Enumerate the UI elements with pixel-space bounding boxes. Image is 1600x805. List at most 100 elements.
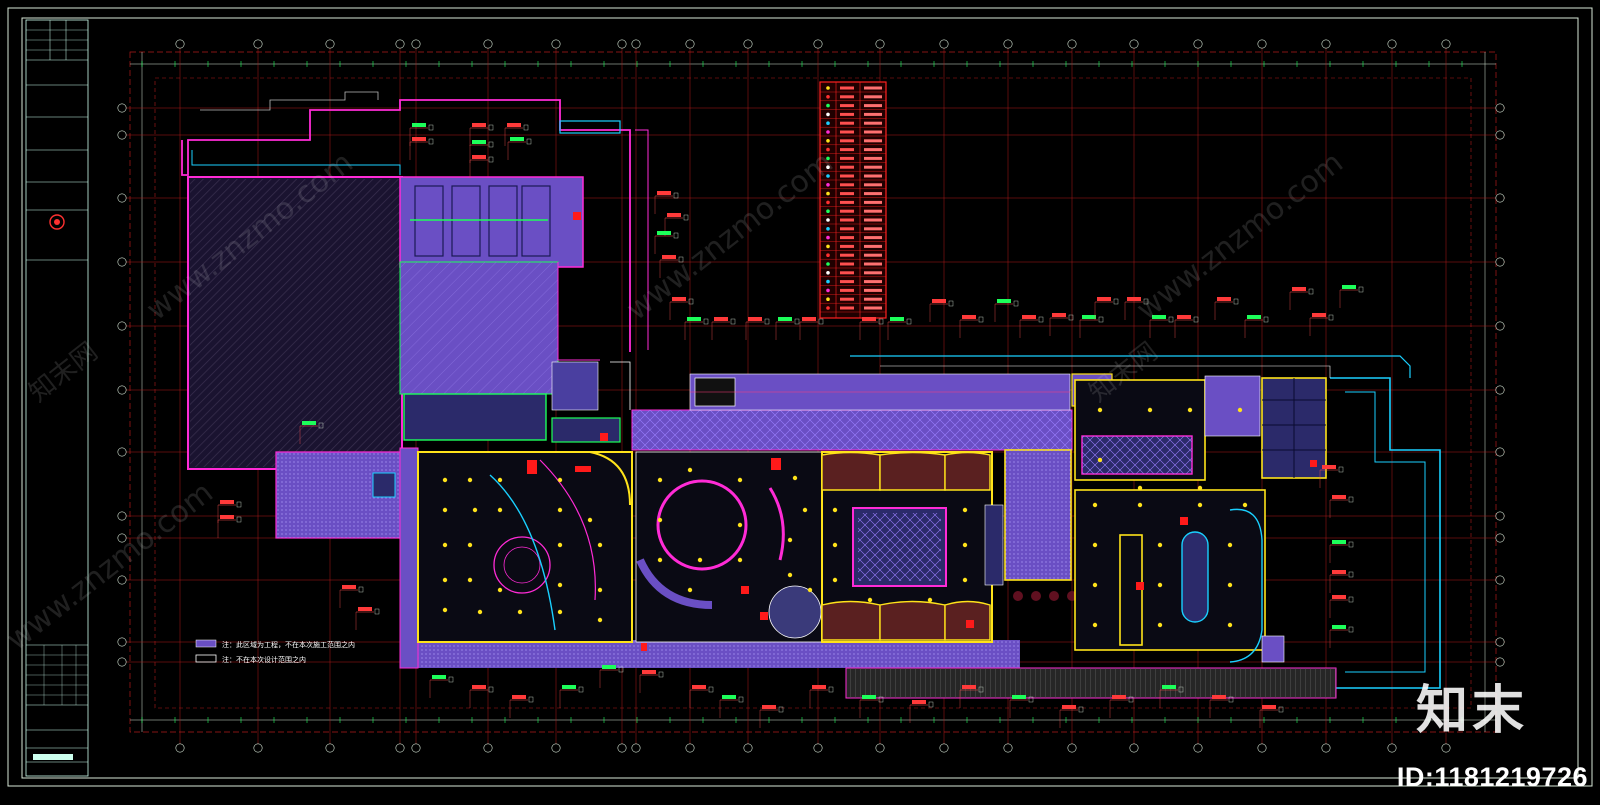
ceiling-light <box>657 477 663 483</box>
ceiling-light <box>687 587 693 593</box>
ceiling-light <box>517 609 523 615</box>
callout-tag <box>339 585 364 608</box>
legend-symbol <box>826 288 830 293</box>
building-plan <box>181 91 1441 699</box>
axis-bubble <box>1193 39 1203 49</box>
axis-bubble <box>1257 743 1267 753</box>
ceiling-light <box>657 557 663 563</box>
legend-symbol <box>826 147 830 152</box>
callout-tag <box>711 317 736 340</box>
callout-tag <box>1259 705 1284 728</box>
axis-bubble <box>117 103 127 113</box>
legend-symbol <box>826 279 830 284</box>
axis-bubble <box>813 39 823 49</box>
ceiling-light <box>1227 582 1233 588</box>
axis-bubble <box>253 743 263 753</box>
legend-symbol <box>826 112 830 117</box>
symbol-legend-table <box>819 81 887 319</box>
axis-bubble <box>117 637 127 647</box>
ceiling-light <box>1092 582 1098 588</box>
ceiling-light <box>1147 407 1153 413</box>
callout-tag <box>959 315 984 338</box>
axis-bubble <box>685 743 695 753</box>
callout-tag <box>469 155 494 178</box>
watermark-logo: 知末 <box>1415 681 1528 741</box>
callout-tag <box>409 137 434 160</box>
left-hatch <box>190 179 400 467</box>
ceiling-light <box>597 542 603 548</box>
callout-tag <box>507 137 532 160</box>
callout-tag <box>775 317 800 340</box>
axis-bubble <box>939 743 949 753</box>
legend-symbol <box>826 200 830 205</box>
axis-bubble <box>117 257 127 267</box>
axis-bubble <box>117 385 127 395</box>
ceiling-light <box>467 542 473 548</box>
ceiling-light <box>962 577 968 583</box>
callout-tag <box>1174 315 1199 338</box>
axis-bubble <box>117 447 127 457</box>
callout-tag <box>1094 297 1119 320</box>
callout-tag <box>509 695 534 718</box>
ceiling-light <box>442 542 448 548</box>
axis-bubble <box>1495 511 1505 521</box>
axis-bubble <box>1495 321 1505 331</box>
callout-tag <box>217 500 242 523</box>
callout-tag <box>859 317 884 340</box>
axis-bubble <box>175 39 185 49</box>
axis-bubble <box>617 743 627 753</box>
axis-bubble <box>1003 743 1013 753</box>
axis-bubble <box>1257 39 1267 49</box>
callout-tag <box>1079 315 1104 338</box>
callout-tag <box>759 705 784 728</box>
callout-tag <box>1159 685 1184 708</box>
callout-tag <box>654 231 679 254</box>
ceiling-light <box>557 507 563 513</box>
legend-symbol <box>826 156 830 161</box>
callout-tag <box>217 515 242 538</box>
ceiling-light <box>557 477 563 483</box>
ceiling-light <box>657 517 663 523</box>
legend-symbol <box>826 253 830 257</box>
axis-bubble <box>1441 39 1451 49</box>
legend-symbol <box>826 121 830 125</box>
ceiling-light <box>1092 622 1098 628</box>
legend-symbol <box>826 103 830 108</box>
axis-bubble <box>631 39 641 49</box>
ceiling-light <box>867 597 873 603</box>
callout-tag <box>1339 285 1364 308</box>
ceiling-light <box>792 475 798 481</box>
axis-bubble <box>483 39 493 49</box>
axis-bubble <box>1003 39 1013 49</box>
callout-tag <box>1329 625 1354 648</box>
callout-tag <box>719 695 744 718</box>
legend-symbol <box>826 227 830 231</box>
axis-bubble <box>1067 39 1077 49</box>
axis-bubble <box>117 511 127 521</box>
legend-symbol <box>826 209 830 213</box>
ceiling-light <box>962 542 968 548</box>
ceiling-light <box>442 507 448 513</box>
callout-tag <box>1319 465 1344 488</box>
axis-bubble <box>1495 533 1505 543</box>
callout-tag <box>654 191 679 214</box>
ceiling-light <box>597 617 603 623</box>
axis-bubble <box>1067 743 1077 753</box>
legend-symbol <box>826 130 830 134</box>
ceiling-light <box>467 477 473 483</box>
axis-bubble <box>875 39 885 49</box>
axis-bubble <box>939 39 949 49</box>
callout-tag <box>299 421 324 444</box>
ceiling-light <box>927 597 933 603</box>
callout-tag <box>1049 313 1074 336</box>
legend-symbol <box>826 95 830 99</box>
callout-tag <box>1309 313 1334 336</box>
axis-bubble <box>685 39 695 49</box>
inner-frame <box>21 17 1579 779</box>
axis-bubble <box>551 743 561 753</box>
legend-symbol <box>826 191 830 196</box>
callout-tag <box>799 317 824 340</box>
ceiling-light <box>1227 622 1233 628</box>
callout-tag <box>809 685 834 708</box>
legend-symbol <box>826 244 830 249</box>
